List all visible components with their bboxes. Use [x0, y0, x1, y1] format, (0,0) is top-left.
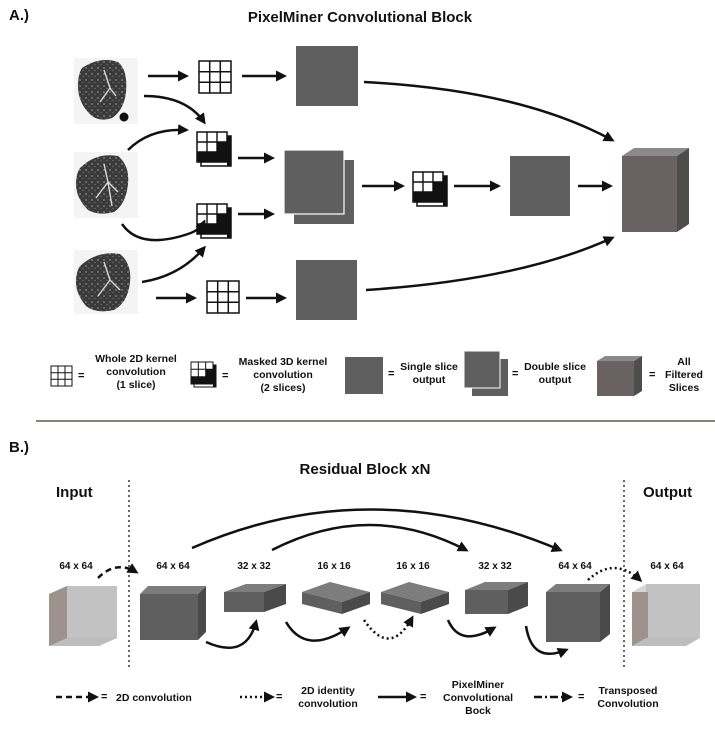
section-a-label: A.)	[9, 7, 29, 24]
feature-block-16-a	[302, 582, 370, 614]
legend-single-line-1: Single slice	[400, 361, 458, 373]
legend-identity-line-2: convolution	[298, 698, 358, 710]
legend-kernel-2d-icon	[50, 365, 73, 387]
legend-double-slice-icon	[463, 350, 508, 396]
legend-whole-2d-line-3: (1 slice)	[116, 379, 156, 391]
section-a-title: PixelMiner Convolutional Block	[247, 9, 473, 26]
legend-whole-2d-line-1: Whole 2D kernel	[95, 353, 177, 365]
output-cube	[632, 584, 700, 646]
dim-label-64-b: 64 x 64	[558, 561, 592, 572]
legend-identity-line-1: 2D identity	[301, 685, 355, 697]
feature-cube-64-a	[140, 586, 206, 640]
legend-masked-3d-line-3: (2 slices)	[260, 382, 306, 394]
kernel-3d-masked-1	[196, 131, 232, 167]
legend-whole-2d-text: Whole 2D kernel convolution (1 slice)	[86, 353, 186, 392]
legend-double-line-2: output	[538, 374, 572, 386]
legend-double-text: Double slice output	[520, 361, 590, 387]
legend-all-filtered-cube-icon	[597, 356, 642, 396]
legend-eq-1: =	[78, 370, 85, 382]
legend-transposed-line-1: Transposed	[598, 685, 658, 697]
legend-single-slice-icon	[345, 357, 383, 394]
legend-conv2d-text: 2D convolution	[116, 692, 192, 704]
lung-slice-bottom	[74, 250, 138, 314]
legend-double-line-1: Double slice	[524, 361, 586, 373]
dim-label-32-a: 32 x 32	[237, 561, 271, 572]
legend-single-line-2: output	[412, 374, 446, 386]
feature-block-32-b	[465, 582, 528, 614]
output-label: Output	[643, 484, 693, 501]
legend-b-eq-4: =	[578, 691, 585, 703]
section-b-title: Residual Block xN	[299, 461, 431, 478]
legend-pixelminer-line-1: PixelMiner	[451, 679, 505, 691]
legend-eq-5: =	[649, 369, 656, 381]
dim-label-16-a: 16 x 16	[317, 561, 351, 572]
input-cube	[49, 586, 117, 646]
feature-block-32-a	[224, 584, 286, 612]
legend-eq-4: =	[512, 368, 519, 380]
dim-label-32-b: 32 x 32	[478, 561, 512, 572]
legend-identity-text: 2D identity convolution	[286, 685, 370, 711]
legend-all-line-2: Filtered	[665, 369, 703, 381]
all-filtered-slices-cube	[622, 148, 689, 232]
legend-single-text: Single slice output	[394, 361, 464, 387]
dim-label-16-b: 16 x 16	[396, 561, 430, 572]
lung-slice-middle	[74, 152, 138, 218]
kernel-3d-masked-3	[412, 171, 448, 207]
legend-b-eq-3: =	[420, 691, 427, 703]
legend-transposed-text: Transposed Convolution	[588, 685, 668, 711]
input-label: Input	[56, 484, 93, 501]
dim-label-input: 64 x 64	[59, 561, 93, 572]
kernel-3d-masked-2	[196, 203, 232, 239]
legend-eq-3: =	[388, 368, 395, 380]
legend-pixelminer-line-2: Convolutional	[443, 692, 513, 704]
feature-block-16-b	[381, 582, 449, 614]
legend-whole-2d-line-2: convolution	[106, 366, 166, 378]
kernel-2d-top	[198, 60, 232, 94]
legend-b-eq-1: =	[101, 691, 108, 703]
single-slice-output-bottom	[296, 260, 357, 320]
legend-masked-3d-line-1: Masked 3D kernel	[238, 356, 328, 368]
dim-label-output: 64 x 64	[650, 561, 684, 572]
dim-label-64-a: 64 x 64	[156, 561, 190, 572]
skip-connection-arrows	[191, 508, 563, 552]
single-slice-output-top	[296, 46, 358, 106]
lung-slice-top	[74, 58, 138, 124]
legend-pixelminer-line-3: Bock	[465, 705, 491, 717]
legend-b-eq-2: =	[276, 691, 283, 703]
flow-arrows-b	[97, 563, 643, 659]
legend-masked-3d-line-2: convolution	[253, 369, 313, 381]
legend-masked-3d-text: Masked 3D kernel convolution (2 slices)	[228, 356, 338, 395]
legend-all-line-3: Slices	[668, 382, 700, 394]
legend-pixelminer-text: PixelMiner Convolutional Bock	[432, 679, 524, 718]
connector-arrows-a	[120, 70, 615, 304]
legend-eq-2: =	[222, 370, 229, 382]
kernel-2d-bottom	[206, 280, 240, 314]
single-slice-output-middle	[510, 156, 570, 216]
legend-kernel-3d-icon	[190, 361, 217, 388]
legend-all-text: All Filtered Slices	[660, 356, 708, 395]
legend-transposed-line-2: Convolution	[597, 698, 659, 710]
double-slice-output	[283, 149, 354, 224]
feature-cube-64-b	[546, 584, 610, 642]
legend-all-line-1: All	[677, 356, 691, 368]
section-b-label: B.)	[9, 439, 29, 456]
